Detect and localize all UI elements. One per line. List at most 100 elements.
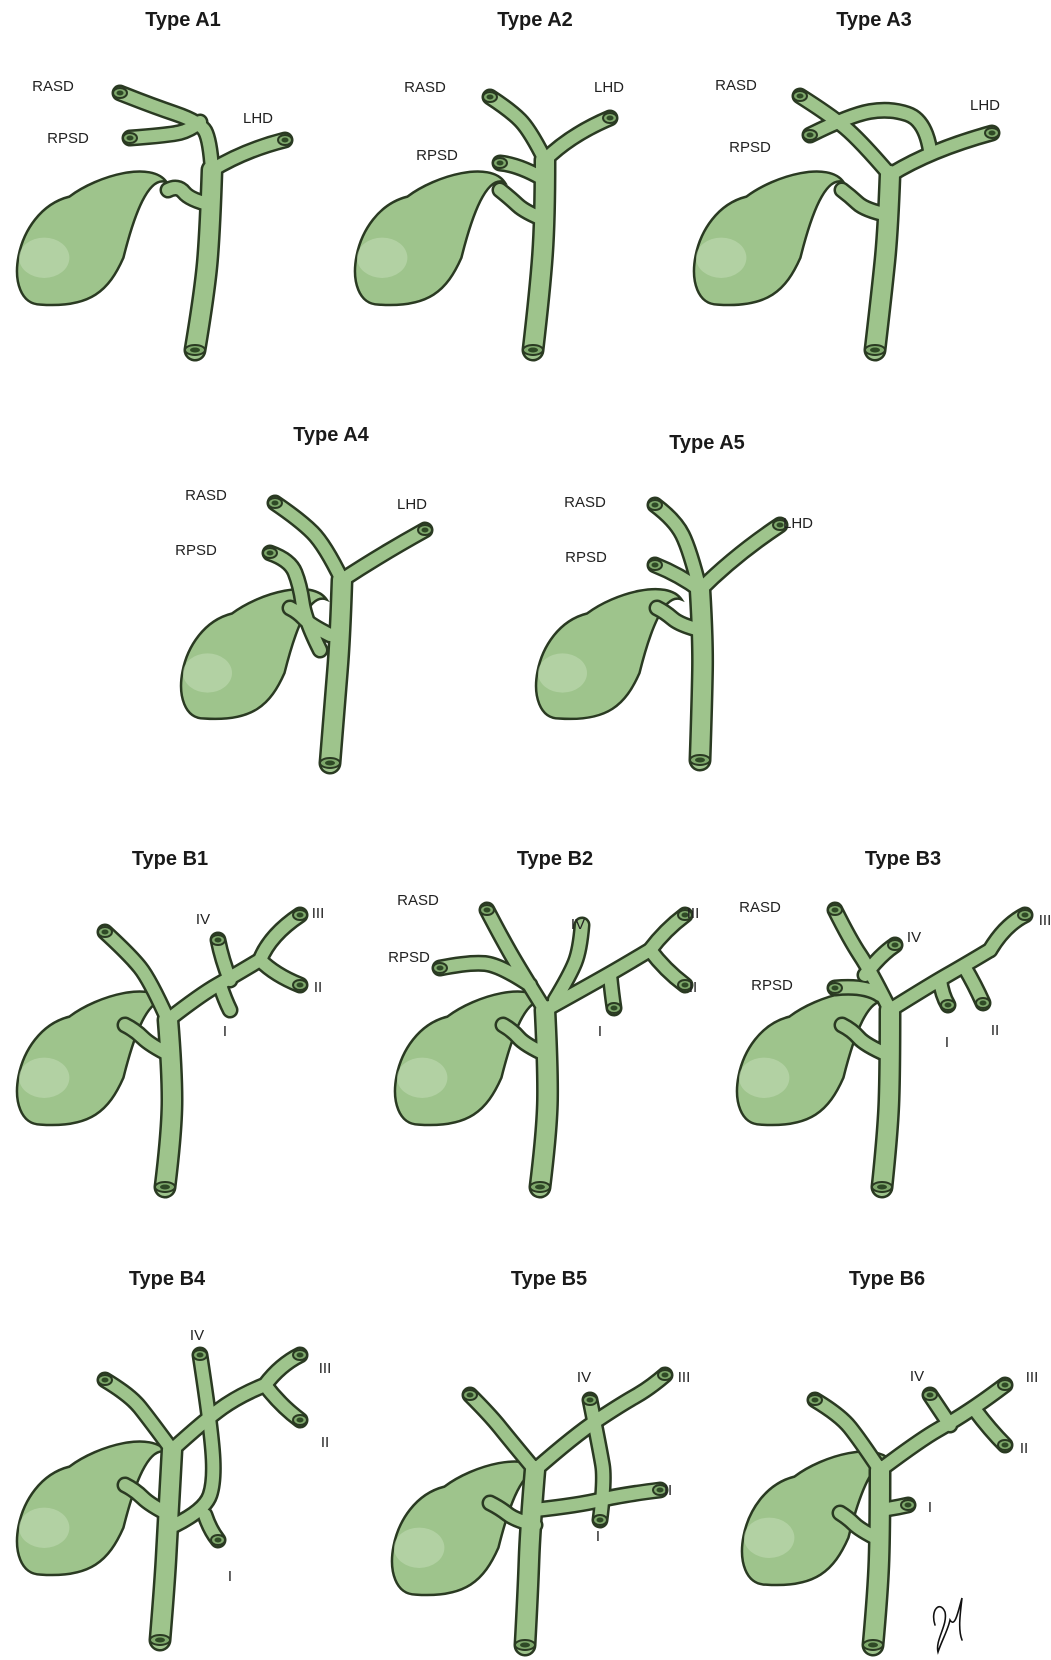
duct-label: RASD <box>397 892 439 909</box>
panel-title: Type B4 <box>129 1268 206 1290</box>
duct-label: IV <box>577 1369 591 1386</box>
duct-label: IV <box>190 1327 204 1344</box>
panel-title: Type B2 <box>517 848 593 870</box>
duct-lumen <box>652 503 659 508</box>
duct-lumen <box>422 528 429 533</box>
duct-label: LHD <box>970 97 1000 114</box>
duct-lumen <box>695 758 705 763</box>
duct-label: I <box>945 1034 949 1051</box>
panel-a2: Type A2RASDLHDRPSD <box>355 9 624 355</box>
duct-label: RPSD <box>47 130 89 147</box>
bile-duct <box>700 525 780 590</box>
duct-lumen <box>892 943 899 948</box>
panel-b6: Type B6IVIIIIII <box>742 1268 1038 1650</box>
gallbladder-highlight <box>538 653 587 692</box>
duct-label: RASD <box>404 79 446 96</box>
duct-label: II <box>321 1434 329 1451</box>
bile-duct <box>525 1470 535 1645</box>
duct-label: IV <box>196 911 210 928</box>
panel-b4: Type B4IVIIIIII <box>17 1268 331 1645</box>
panel-a1: Type A1RASDRPSDLHD <box>17 9 292 355</box>
gallbladder-highlight <box>19 238 69 278</box>
duct-lumen <box>437 966 444 971</box>
duct-label: RASD <box>739 899 781 916</box>
bile-duct <box>105 1380 172 1450</box>
panel-b2: Type B2RASDIVIIIRPSDIII <box>388 848 699 1192</box>
duct-label: III <box>687 905 700 922</box>
gallbladder-highlight <box>744 1518 794 1558</box>
duct-lumen <box>215 1538 222 1543</box>
bile-duct <box>470 1395 535 1470</box>
duct-lumen <box>190 348 200 353</box>
duct-label: RPSD <box>388 949 430 966</box>
duct-lumen <box>520 1643 530 1648</box>
duct-label: LHD <box>594 79 624 96</box>
duct-lumen <box>905 1503 912 1508</box>
gallbladder-highlight <box>357 238 407 278</box>
duct-lumen <box>155 1638 165 1643</box>
panel-title: Type B6 <box>849 1268 925 1290</box>
duct-lumen <box>797 94 804 99</box>
duct-label: RASD <box>715 77 757 94</box>
gallbladder-highlight <box>394 1528 444 1568</box>
duct-lumen <box>197 1353 204 1358</box>
duct-lumen <box>487 95 494 100</box>
bile-duct <box>990 915 1025 950</box>
panel-title: Type A2 <box>497 9 573 31</box>
duct-label: IV <box>571 916 585 933</box>
duct-lumen <box>215 938 222 943</box>
duct-lumen <box>297 1418 304 1423</box>
duct-lumen <box>812 1398 819 1403</box>
duct-lumen <box>325 761 335 766</box>
duct-label: RPSD <box>751 977 793 994</box>
duct-label: I <box>596 1528 600 1545</box>
duct-lumen <box>607 116 614 121</box>
duct-label: III <box>312 905 325 922</box>
duct-lumen <box>117 91 124 96</box>
panel-title: Type B5 <box>511 1268 587 1290</box>
gallbladder-highlight <box>696 238 746 278</box>
duct-lumen <box>877 1185 887 1190</box>
bile-duct <box>890 133 992 175</box>
duct-label: II <box>664 1482 672 1499</box>
duct-label: III <box>678 1369 691 1386</box>
duct-lumen <box>870 348 880 353</box>
duct-lumen <box>528 348 538 353</box>
bile-duct <box>342 530 425 580</box>
bile-duct <box>160 1450 172 1640</box>
duct-lumen <box>102 1378 109 1383</box>
bile-duct <box>540 1010 548 1187</box>
duct-lumen <box>832 908 839 913</box>
panel-title: Type B1 <box>132 848 208 870</box>
gallbladder-highlight <box>397 1058 447 1098</box>
duct-lumen <box>497 161 504 166</box>
duct-lumen <box>102 930 109 935</box>
artist-signature <box>934 1598 962 1652</box>
duct-label: II <box>689 979 697 996</box>
duct-lumen <box>657 1488 664 1493</box>
duct-label: RPSD <box>175 542 217 559</box>
duct-label: III <box>1026 1369 1039 1386</box>
panel-a3: Type A3 RASD LHD RPSD <box>694 9 1000 355</box>
bile-duct <box>700 590 703 760</box>
bile-duct <box>165 1020 172 1187</box>
duct-label: RASD <box>185 487 227 504</box>
duct-lumen <box>1002 1383 1009 1388</box>
panel-title: Type A4 <box>293 424 369 446</box>
duct-lumen <box>945 1003 952 1008</box>
duct-lumen <box>807 133 814 138</box>
panel-title: Type A3 <box>836 9 912 31</box>
duct-lumen <box>267 551 274 556</box>
duct-lumen <box>682 983 689 988</box>
duct-label: RPSD <box>729 139 771 156</box>
duct-label: I <box>223 1023 227 1040</box>
duct-label: II <box>991 1022 999 1039</box>
duct-label: RASD <box>32 78 74 95</box>
gallbladder-highlight <box>19 1058 69 1098</box>
duct-lumen <box>587 1398 594 1403</box>
duct-label: III <box>1039 912 1051 929</box>
